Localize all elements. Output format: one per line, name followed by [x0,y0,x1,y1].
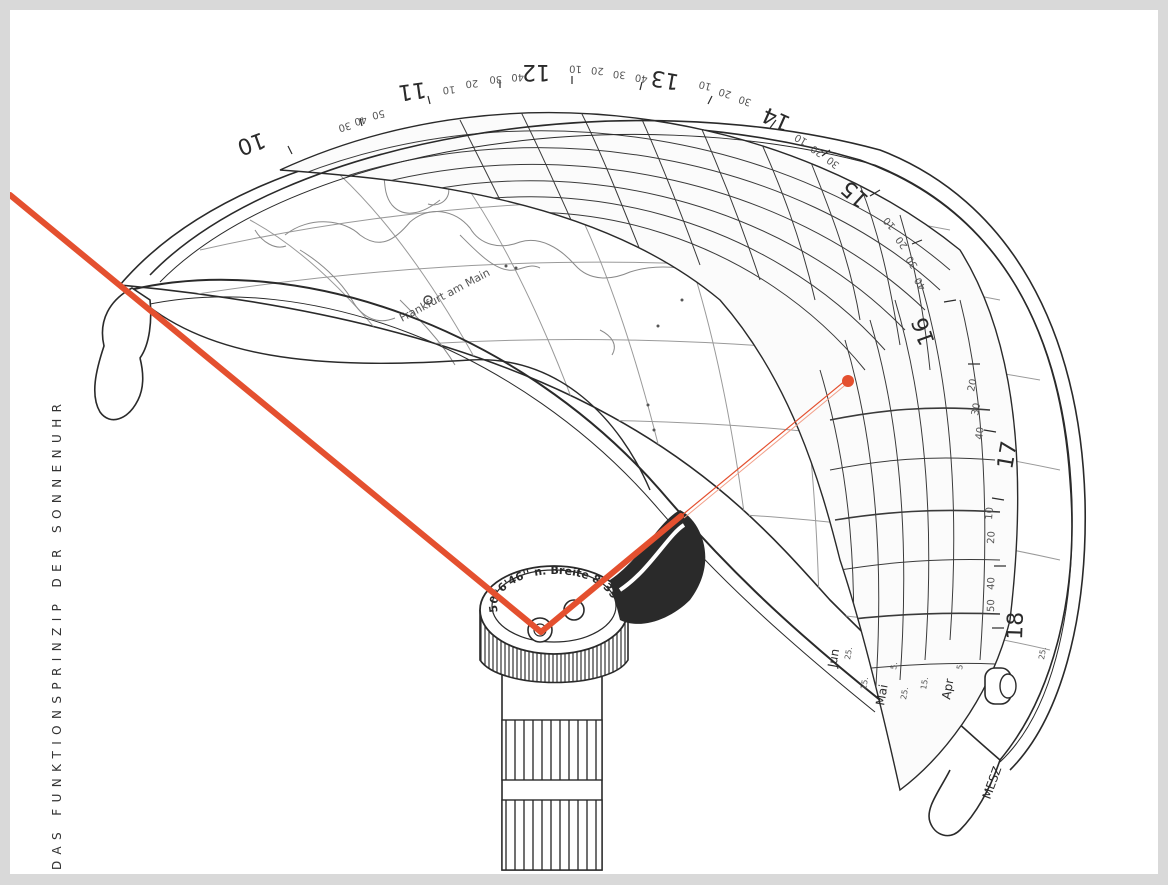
sun-beam [10,192,854,635]
month-label-jun: Jun [825,648,842,670]
day-label-1: 25. [843,646,854,660]
shell-right-end [928,667,1017,837]
month-label-mai: Mai [873,683,890,706]
date-scale: Jun Mai Apr 25. 15. 5. 25. 15. 5. 25. ME… [825,646,1048,801]
day-label-7: 25. [1037,646,1048,660]
minute-label-d2: 20 [717,85,732,99]
day-label-5: 15. [919,676,930,690]
shell-rim-inner-edge [159,134,1073,763]
rim-scale-ticks [287,76,1006,629]
minute-label-b1: 10 [442,83,456,95]
hour-label-17: 17 [993,439,1022,471]
shell-front-lip-lower [144,296,876,713]
sun-spot-marker [842,375,854,387]
minute-label-b2: 20 [465,77,478,89]
minute-label-f4: 40 [913,275,929,291]
minute-label-g3: 40 [974,426,987,440]
day-label-3: 5. [889,661,899,670]
minute-label-c1: 10 [569,63,582,74]
hour-label-13: 13 [649,64,681,93]
month-label-apr: Apr [939,678,956,701]
minute-label-h3: 40 [986,577,997,590]
shell-left-end [94,287,152,421]
minute-label-c3: 30 [612,68,626,80]
illustration-panel: Frankfurt am Main [10,10,1158,874]
minute-label-h4: 50 [986,599,997,612]
hour-label-12: 12 [522,59,550,84]
minute-label-a1: 50 [371,107,386,120]
minute-labels: 50 40 30 10 20 30 40 10 20 30 40 10 20 3… [337,63,998,612]
minute-label-d3: 30 [737,93,753,108]
shell-outer-rim [149,119,1087,771]
minute-label-b4: 40 [511,71,524,82]
minute-label-c4: 40 [634,71,648,84]
minute-label-g2: 30 [970,402,983,416]
minute-label-a3: 30 [337,119,352,133]
shell-front-lip [129,278,881,701]
day-label-2: 15. [859,676,870,690]
hour-label-18: 18 [1003,611,1029,640]
minute-label-h1: 10 [984,507,996,520]
side-caption: DAS FUNKTIONSPRINZIP DER SONNENUHR [50,397,64,870]
minute-label-g1: 20 [966,378,979,393]
minute-label-h2: 20 [986,531,998,544]
minute-label-a2: 40 [353,113,368,127]
sundial-stand [479,510,706,871]
map-dots [504,264,684,432]
sundial-diagram: Frankfurt am Main [10,10,1087,871]
day-label-6: 5. [955,661,965,670]
minute-label-c2: 20 [591,64,604,76]
day-label-4: 25. [899,686,910,700]
city-marker-icon [423,295,433,305]
minute-label-b3: 30 [489,73,502,84]
hour-label-10: 10 [234,126,269,159]
shell-lip-underside [129,289,651,491]
minute-label-d1: 10 [698,78,713,92]
hour-label-14: 14 [759,101,795,135]
hour-label-11: 11 [396,76,427,105]
